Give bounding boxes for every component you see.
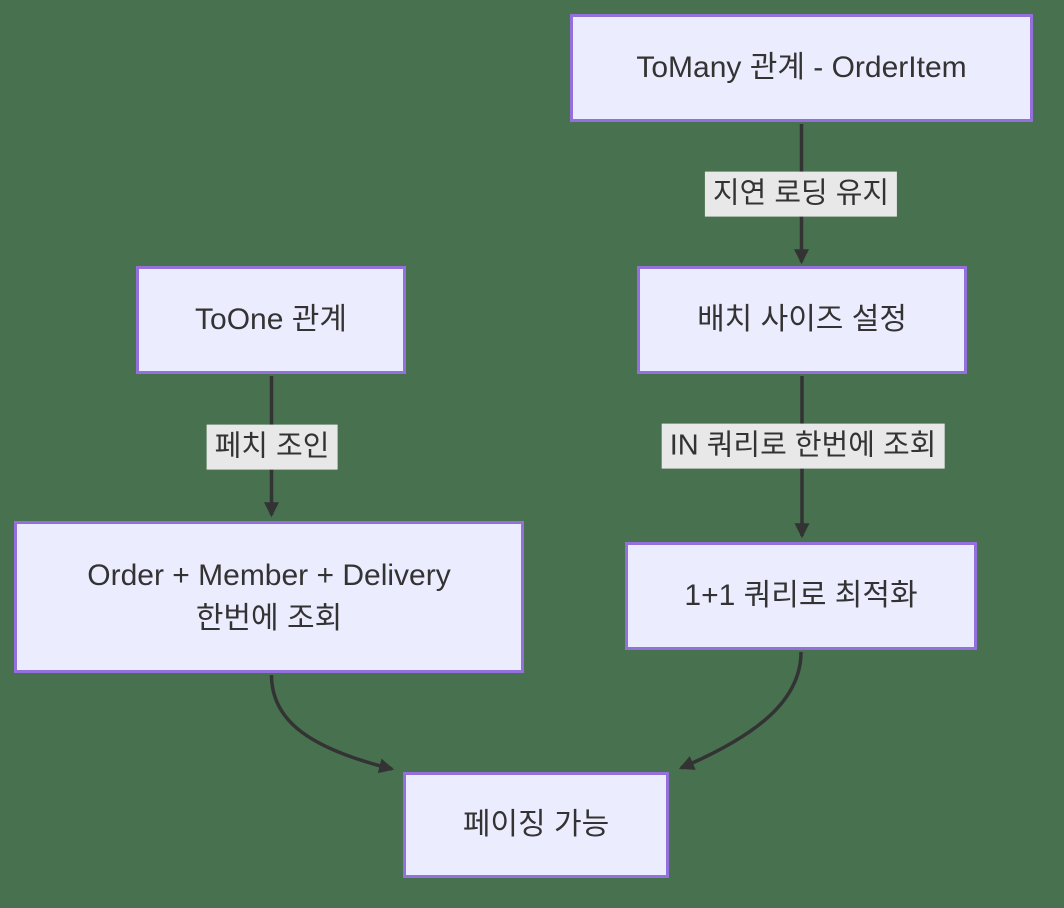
edge-label-fetch-join: 페치 조인 <box>206 424 338 470</box>
node-order-member-delivery: Order + Member + Delivery 한번에 조회 <box>14 521 524 673</box>
edge-order-to-paging <box>269 674 395 774</box>
node-batch-size: 배치 사이즈 설정 <box>637 266 967 374</box>
node-paging-possible: 페이징 가능 <box>403 772 669 878</box>
edge-oneplus-to-paging <box>678 651 803 770</box>
node-orderjoin-label-line1: Order + Member + Delivery <box>87 558 451 592</box>
node-tomany-orderitem: ToMany 관계 - OrderItem <box>570 14 1033 122</box>
node-orderjoin-label-line2: 한번에 조회 <box>195 602 343 635</box>
edge-label-in-query: IN 쿼리로 한번에 조회 <box>661 423 945 469</box>
node-toone-label: ToOne 관계 <box>195 303 347 337</box>
node-paging-label: 페이징 가능 <box>462 808 610 842</box>
node-oneplus-label: 1+1 쿼리로 최적화 <box>684 579 918 613</box>
node-tomany-label: ToMany 관계 - OrderItem <box>636 51 967 85</box>
node-batch-label: 배치 사이즈 설정 <box>697 303 907 337</box>
edge-label-lazy-loading: 지연 로딩 유지 <box>704 171 898 217</box>
node-toone: ToOne 관계 <box>136 266 406 374</box>
node-one-plus-one-query: 1+1 쿼리로 최적화 <box>625 542 977 650</box>
